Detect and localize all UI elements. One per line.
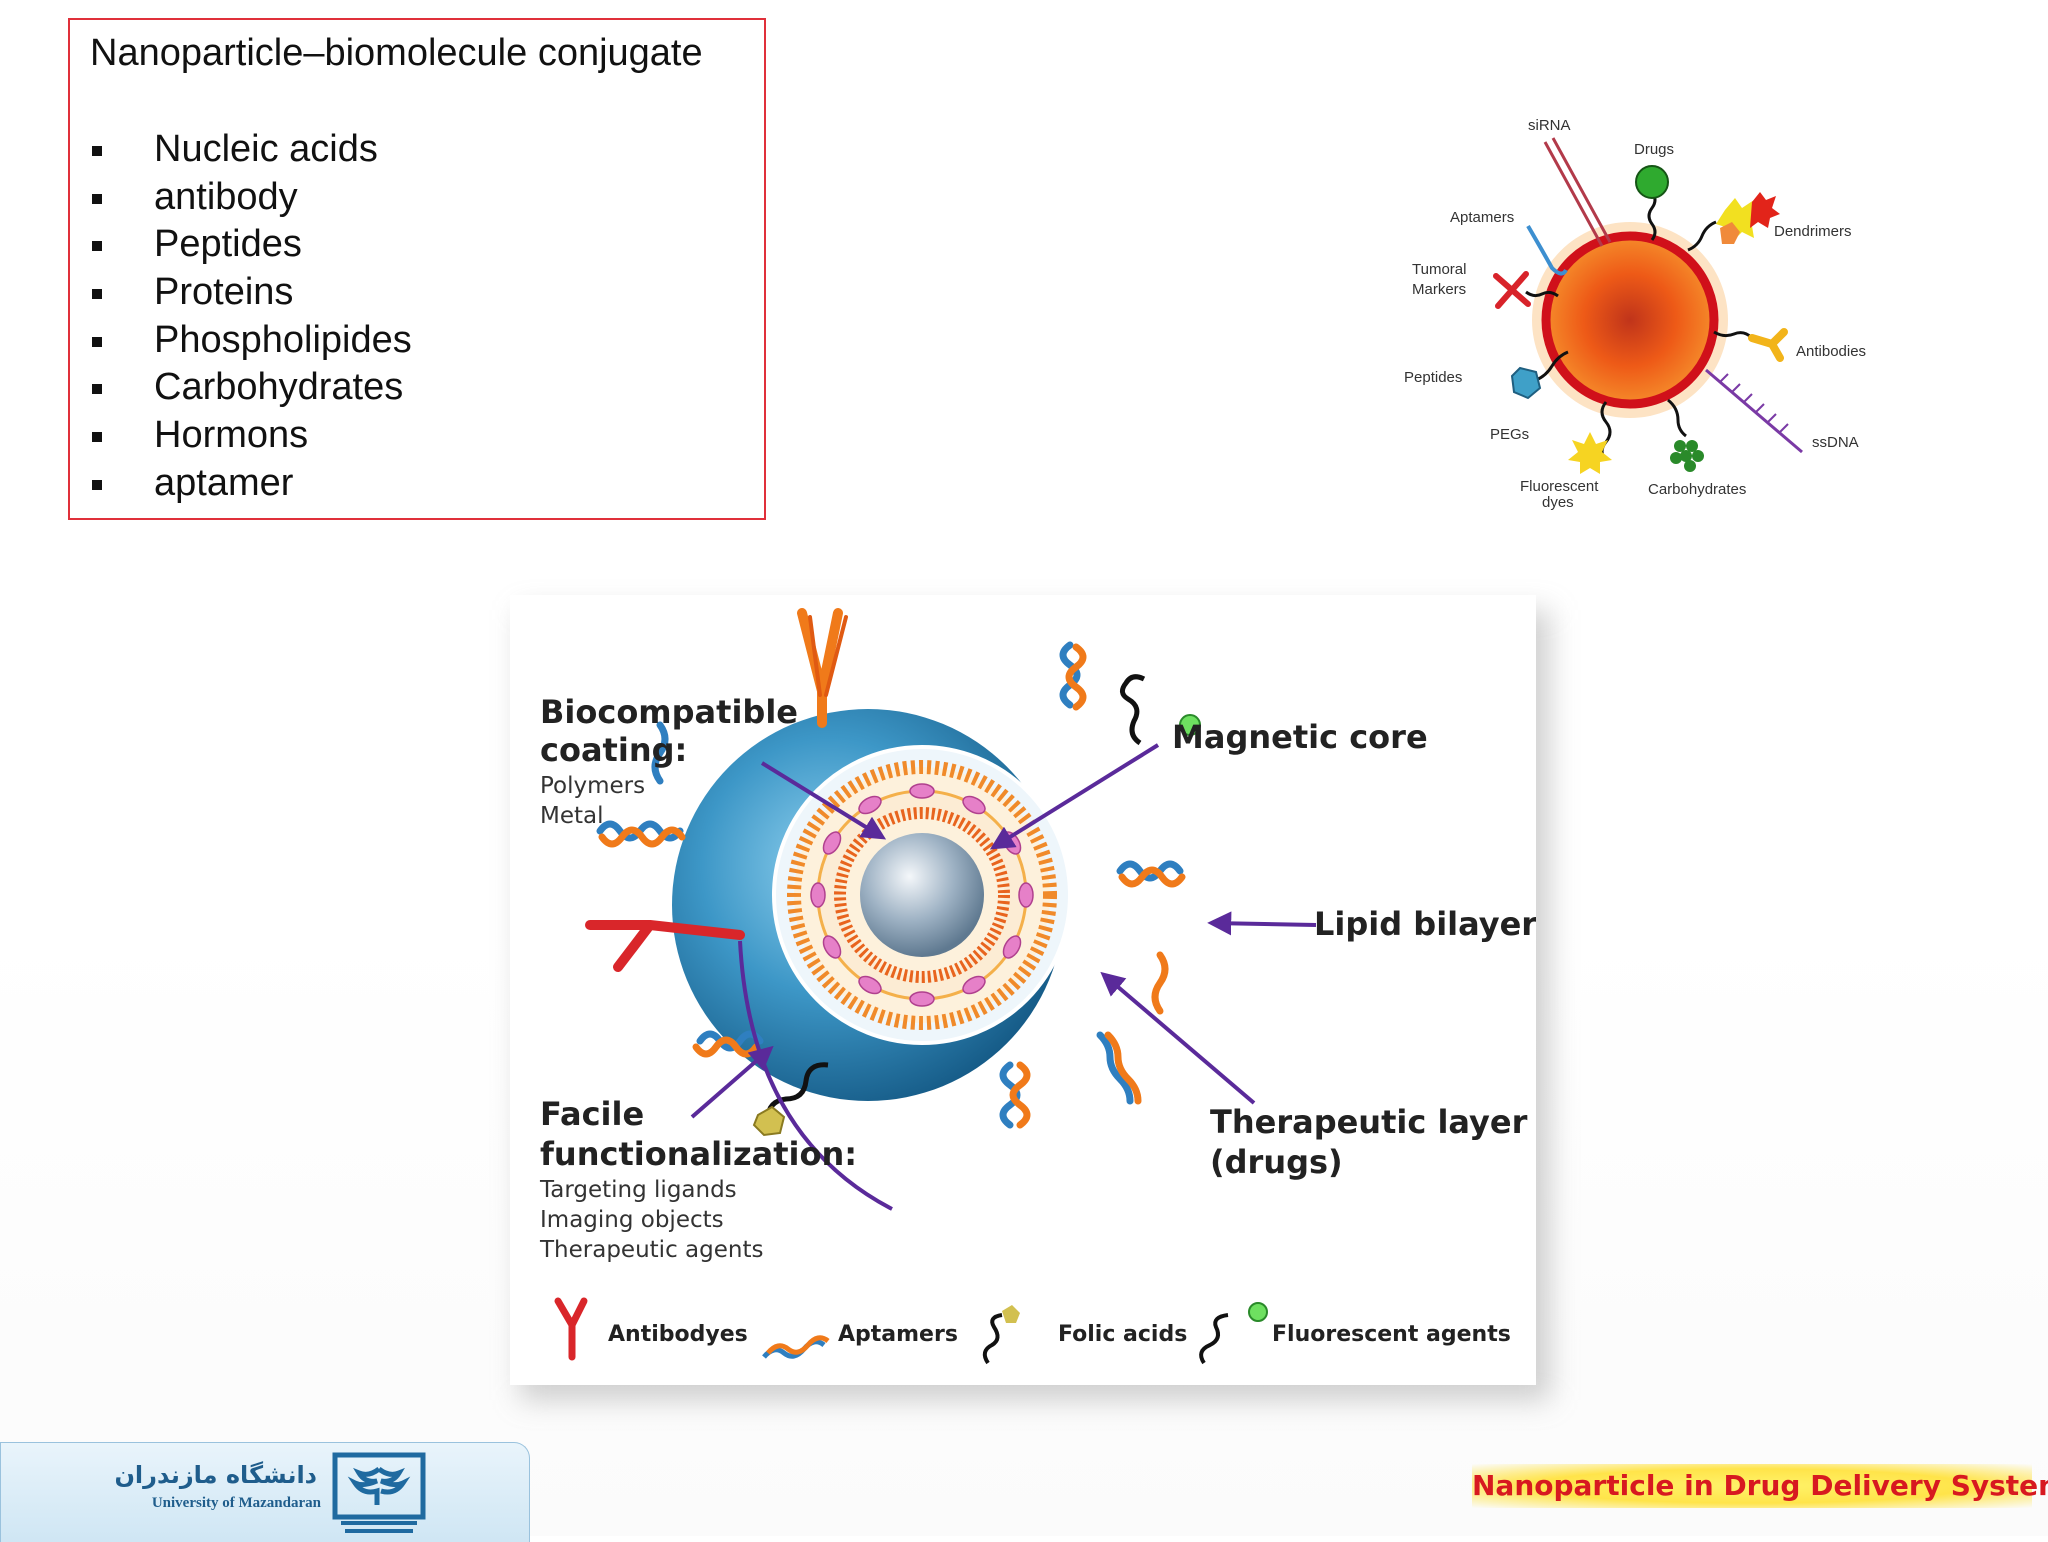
label-tumoral: Tumoral — [1412, 261, 1466, 278]
label-magnetic-core: Magnetic core — [1172, 718, 1428, 756]
label-therapeutic-layer: Therapeutic layer — [1210, 1103, 1528, 1141]
university-logo: دانشگاه مازندران University of Mazandara… — [0, 1442, 530, 1542]
label-drugs: (drugs) — [1210, 1143, 1343, 1181]
label-dyes: dyes — [1542, 494, 1574, 511]
sirna-strand — [1543, 137, 1612, 247]
label-polymers: Polymers — [540, 773, 645, 799]
arrow-lipid-bilayer — [1207, 911, 1317, 936]
drug-linker — [1647, 191, 1657, 241]
multifunctional-nanoparticle-figure: Biocompatible coating: Polymers Metal Ma… — [510, 595, 1537, 1385]
label-peptides: Peptides — [1404, 369, 1462, 386]
university-emblem-icon — [332, 1452, 426, 1533]
peptide-linker — [1535, 350, 1569, 382]
dendrimer-icon — [1720, 222, 1740, 244]
center-figure-svg: Biocompatible coating: Polymers Metal Ma… — [539, 608, 1537, 1365]
carbohydrate-icon — [1670, 440, 1704, 472]
aptamer-ligands — [596, 641, 1186, 1129]
legend-fluorescent: Fluorescent agents — [1272, 1322, 1511, 1347]
label-carbohydrates: Carbohydrates — [1648, 481, 1746, 498]
functionalization-arc — [738, 940, 893, 1211]
bullet-icon — [92, 336, 102, 347]
legend-aptamer-icon-strand — [766, 1335, 830, 1355]
label-biocompatible: Biocompatible — [540, 693, 798, 731]
legend-folic-icon — [982, 1313, 1003, 1365]
tumoral-linker — [1525, 290, 1559, 298]
legend-folic: Folic acids — [1058, 1322, 1187, 1347]
bullet-icon — [92, 384, 102, 395]
antibody-icon — [1748, 328, 1788, 362]
carbohydrate-linker — [1667, 398, 1687, 438]
fluorescent-agent-ligands — [1120, 674, 1201, 746]
label-sirna: siRNA — [1528, 117, 1571, 134]
label-metal: Metal — [540, 803, 604, 829]
label-functionalization: functionalization: — [540, 1135, 857, 1173]
label-facile: Facile — [540, 1095, 644, 1133]
label-arrows — [690, 743, 1317, 1119]
dendrimer-linker — [1687, 220, 1717, 252]
np-diagram-svg: siRNA Drugs Aptamers Dendrimers Tumoral … — [1404, 117, 1866, 511]
conjugate-text-box: Nanoparticle–biomolecule conjugate Nucle… — [68, 18, 766, 520]
label-targeting: Targeting ligands — [539, 1177, 737, 1203]
bullet-icon — [92, 241, 102, 252]
drug-icon — [1635, 165, 1669, 199]
legend-fluorescent-icon — [1199, 1313, 1229, 1365]
np-core — [1541, 231, 1719, 409]
arrow-biocompatible — [760, 761, 887, 840]
label-aptamers: Aptamers — [1450, 209, 1514, 226]
bullet-icon — [92, 432, 102, 443]
magnetic-core — [860, 833, 984, 957]
label-drugs: Drugs — [1634, 141, 1674, 158]
dendrimer-icon — [1750, 192, 1780, 228]
legend-folic-shape — [1002, 1305, 1020, 1323]
label-markers: Markers — [1412, 281, 1466, 298]
bullet-icon — [92, 479, 102, 490]
legend-antibody-icon — [554, 1297, 588, 1361]
aptamer-strand — [1526, 224, 1568, 276]
arrow-facile — [690, 1045, 774, 1119]
label-dendrimers: Dendrimers — [1774, 223, 1852, 240]
university-name-fa: دانشگاه مازندران — [114, 1461, 317, 1489]
label-lipid-bilayer: Lipid bilayer — [1314, 905, 1536, 943]
legend-aptamers: Aptamers — [838, 1322, 958, 1347]
label-imaging: Imaging objects — [540, 1207, 724, 1233]
university-name-en: University of Mazandaran — [151, 1495, 321, 1511]
legend-fluorescent-dot — [1248, 1302, 1268, 1322]
legend: Antibodyes Aptamers Folic acids Fluoresc… — [554, 1297, 1511, 1365]
label-therapeutic-agents: Therapeutic agents — [539, 1237, 763, 1263]
bullet-icon — [92, 289, 102, 300]
label-ssdna: ssDNA — [1812, 434, 1859, 451]
conjugate-title: Nanoparticle–biomolecule conjugate — [90, 32, 703, 74]
ssdna-bases — [1719, 373, 1789, 433]
tumoral-marker-icon — [1493, 271, 1531, 309]
legend-antibodies: Antibodyes — [608, 1322, 748, 1347]
course-title: Nanoparticle in Drug Delivery System — [1472, 1464, 2048, 1508]
bullet-icon — [92, 193, 102, 204]
label-coating: coating: — [540, 731, 687, 769]
peptide-icon — [1510, 366, 1542, 400]
nanoparticle-conjugate-diagram: siRNA Drugs Aptamers Dendrimers Tumoral … — [1380, 100, 1940, 520]
label-fluorescent: Fluorescent — [1520, 478, 1599, 495]
label-antibodies: Antibodies — [1796, 343, 1866, 360]
folic-acid-ligand — [752, 1062, 829, 1137]
fluorescent-dye-icon — [1568, 432, 1612, 474]
antibody-linker — [1713, 330, 1754, 340]
arrow-therapeutic — [1100, 971, 1256, 1105]
arrow-magnetic-core — [989, 743, 1160, 850]
antibody-ligands — [585, 608, 848, 972]
bullet-icon — [92, 146, 102, 156]
label-pegs: PEGs — [1490, 426, 1529, 443]
ssdna-strand — [1705, 368, 1803, 454]
